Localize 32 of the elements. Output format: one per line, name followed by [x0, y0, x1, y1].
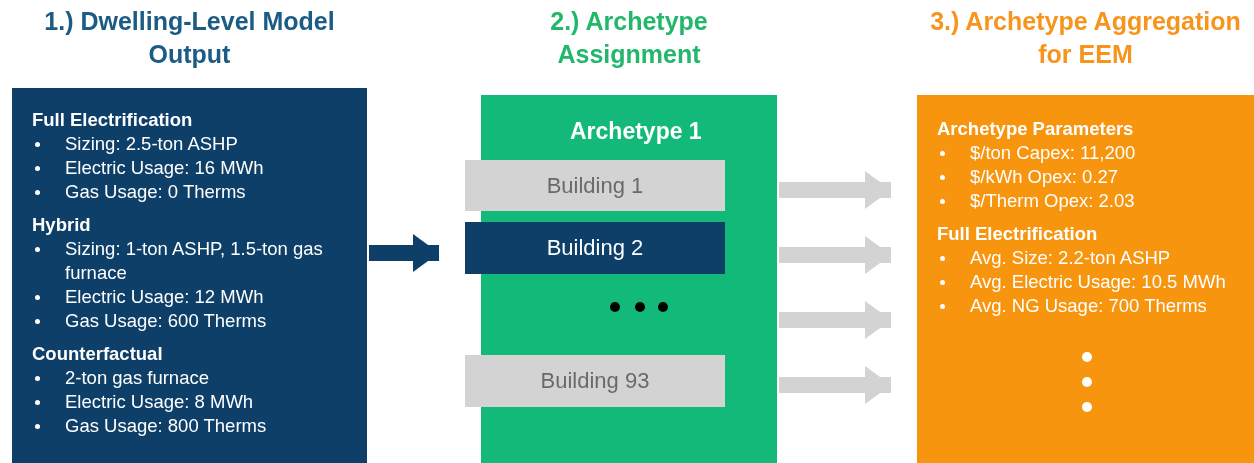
building-bar: Building 1 [465, 160, 725, 211]
arrow [369, 234, 439, 272]
bullet-item: Gas Usage: 0 Therms [65, 181, 246, 202]
group-heading: Archetype 1 [570, 118, 702, 145]
bullet-item: Electric Usage: 8 MWh [65, 391, 254, 412]
arrow [779, 366, 891, 404]
section-heading: Counterfactual [32, 342, 163, 366]
bullet-item: Electric Usage: 16 MWh [65, 157, 264, 178]
bullet-item: Sizing: 1-ton ASHP, 1.5-ton gas furnace [65, 238, 323, 283]
section-heading: Hybrid [32, 213, 91, 237]
bullet-item: Electric Usage: 12 MWh [65, 286, 264, 307]
section-title: 1.) Dwelling-Level Model Output [43, 6, 336, 70]
bullet-item: Avg. Size: 2.2-ton ASHP [970, 247, 1171, 268]
arrow [779, 171, 891, 209]
section-title: 3.) Archetype Aggregation for EEM [929, 6, 1242, 70]
bullet-item: 2-ton gas furnace [65, 367, 209, 388]
bullet-item: Gas Usage: 600 Therms [65, 310, 267, 331]
bullet-item: Avg. Electric Usage: 10.5 MWh [970, 271, 1226, 292]
section-heading: Full Electrification [32, 108, 193, 132]
bullet-item: Avg. NG Usage: 700 Therms [970, 295, 1207, 316]
section-title: 2.) Archetype Assignment [549, 6, 709, 70]
bullet-item: $/ton Capex: 11,200 [970, 142, 1136, 163]
bullet-item: Sizing: 2.5-ton ASHP [65, 133, 238, 154]
building-bar: Building 2 [465, 222, 725, 274]
bullet-item: $/kWh Opex: 0.27 [970, 166, 1119, 187]
building-bar: Building 93 [465, 355, 725, 407]
arrow [779, 301, 891, 339]
bullet-item: $/Therm Opex: 2.03 [970, 190, 1135, 211]
bullet-item: Gas Usage: 800 Therms [65, 415, 267, 436]
section-heading: Full Electrification [937, 222, 1098, 246]
arrow [779, 236, 891, 274]
section-heading: Archetype Parameters [937, 117, 1134, 141]
